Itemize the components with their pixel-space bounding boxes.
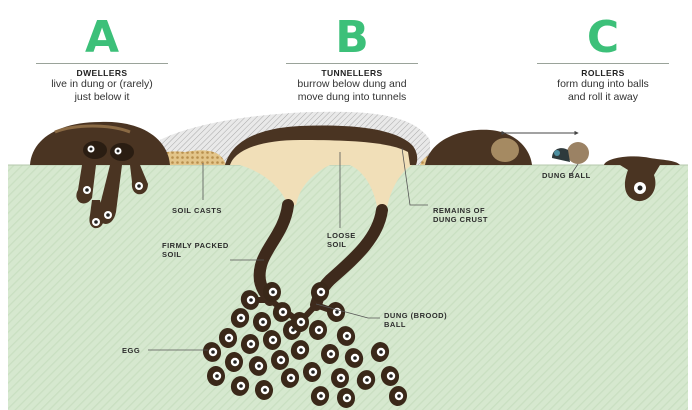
label-soil-casts: SOIL CASTS — [172, 206, 222, 215]
group-c-letter: C — [518, 16, 688, 60]
egg-center — [335, 310, 339, 314]
egg-center — [227, 336, 231, 340]
group-c-rule — [537, 63, 669, 64]
egg-center — [289, 376, 293, 380]
group-a-description: live in dung or (rarely) just below it — [17, 78, 187, 104]
label-loose-soil: LOOSE SOIL — [327, 231, 356, 249]
egg-center — [319, 290, 323, 294]
group-b-title: TUNNELLERS — [267, 68, 437, 78]
group-b-rule — [286, 63, 418, 64]
egg-center — [249, 298, 253, 302]
egg-center — [261, 320, 265, 324]
egg-center — [263, 388, 267, 392]
egg-center — [379, 350, 383, 354]
egg-center — [257, 364, 261, 368]
label-egg: EGG — [122, 346, 140, 355]
roller-beetle-with-ball — [552, 142, 589, 164]
egg-center — [345, 334, 349, 338]
group-b-letter: B — [267, 16, 437, 60]
egg-center — [353, 356, 357, 360]
egg-center — [317, 328, 321, 332]
egg-center — [215, 374, 219, 378]
group-c-title: ROLLERS — [518, 68, 688, 78]
label-dung-ball: DUNG BALL — [542, 171, 591, 180]
egg-center — [299, 348, 303, 352]
group-a-letter: A — [17, 16, 187, 60]
egg-center — [271, 338, 275, 342]
egg-center — [233, 360, 237, 364]
egg-center — [239, 316, 243, 320]
egg-center — [397, 394, 401, 398]
egg-center — [279, 358, 283, 362]
label-firmly-packed-soil: FIRMLY PACKED SOIL — [162, 241, 229, 259]
roller-dung-ball-hole — [491, 138, 519, 162]
group-a-header: A DWELLERS live in dung or (rarely) just… — [17, 16, 187, 104]
label-dung-brood-ball: DUNG (BROOD) BALL — [384, 311, 447, 329]
egg-center — [271, 290, 275, 294]
group-b-description: burrow below dung and move dung into tun… — [267, 78, 437, 104]
egg-center — [311, 370, 315, 374]
egg-center — [389, 374, 393, 378]
group-a-rule — [36, 63, 168, 64]
group-a-title: DWELLERS — [17, 68, 187, 78]
label-remains-of-dung-crust: REMAINS OF DUNG CRUST — [433, 206, 488, 224]
egg-center — [365, 378, 369, 382]
egg-center — [299, 320, 303, 324]
egg-center — [339, 376, 343, 380]
egg-center — [281, 310, 285, 314]
egg-center — [319, 394, 323, 398]
egg-center — [239, 384, 243, 388]
egg-center — [345, 396, 349, 400]
egg-center — [211, 350, 215, 354]
group-b-header: B TUNNELLERS burrow below dung and move … — [267, 16, 437, 104]
group-c-header: C ROLLERS form dung into balls and roll … — [518, 16, 688, 104]
egg-center — [329, 352, 333, 356]
group-c-description: form dung into balls and roll it away — [518, 78, 688, 104]
egg-center — [249, 342, 253, 346]
